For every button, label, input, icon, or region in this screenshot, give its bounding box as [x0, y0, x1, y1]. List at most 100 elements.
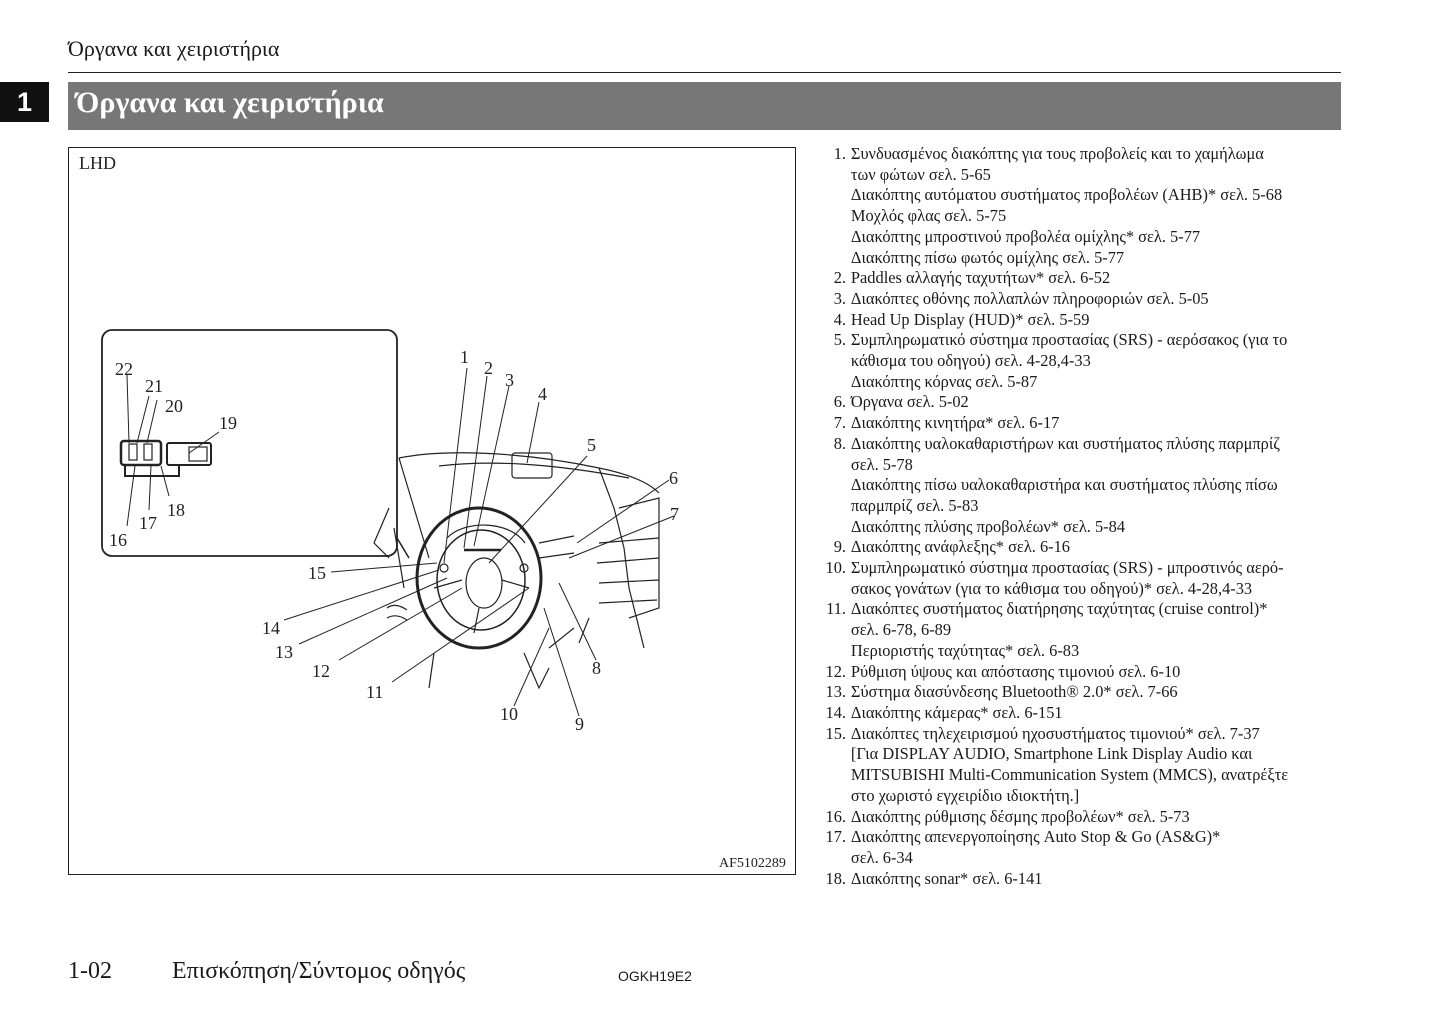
callout-item-number: 18.	[825, 868, 847, 888]
callout-line: Διακόπτης αυτόματου συστήματος προβολέων…	[850, 185, 1283, 205]
callout-line: Συνδυασμένος διακόπτης για τους προβολεί…	[850, 144, 1264, 163]
callout-item: 6.Όργανα σελ. 5-02	[810, 392, 1342, 413]
callout-item-number: 5.	[833, 330, 846, 350]
callout-item: 10.Συμπληρωματικό σύστημα προστασίας (SR…	[810, 558, 1342, 599]
callout-item-text: Σύστημα διασύνδεσης Bluetooth® 2.0* σελ.…	[851, 682, 1342, 703]
callout-item-text: Διακόπτης κάμερας* σελ. 6-151	[851, 703, 1342, 724]
callout-item-number: 8.	[833, 433, 846, 453]
callout-item: 17.Διακόπτης απενεργοποίησης Auto Stop &…	[810, 827, 1342, 868]
callout-line: σελ. 6-34	[850, 847, 913, 867]
callout-item: 2.Paddles αλλαγής ταχυτήτων* σελ. 6-52	[810, 268, 1342, 289]
callout-item: 11.Διακόπτες συστήματος διατήρησης ταχύτ…	[810, 599, 1342, 661]
title-bar: Όργανα και χειριστήρια	[68, 82, 1341, 130]
callout-line: των φώτων σελ. 5-65	[850, 164, 991, 184]
callout-line: Διακόπτης κάμερας* σελ. 6-151	[850, 702, 1063, 722]
callout-labels: 1 2 3 4 5 6 7 8 9 10 11 12 13 14 15 16 1…	[109, 347, 679, 734]
callout-number-9: 9	[575, 714, 584, 734]
callout-number-6: 6	[669, 468, 678, 488]
callout-number-14: 14	[262, 618, 280, 638]
callout-item: 4.Head Up Display (HUD)* σελ. 5-59	[810, 310, 1342, 331]
figure-code: AF5102289	[719, 856, 786, 871]
callout-item-text: Paddles αλλαγής ταχυτήτων* σελ. 6-52	[851, 268, 1342, 289]
callout-number-21: 21	[145, 376, 163, 396]
section-tab: 1	[0, 82, 49, 122]
callout-number-22: 22	[115, 359, 133, 379]
callout-item-number: 6.	[833, 392, 846, 412]
callout-item-number: 7.	[833, 413, 846, 433]
callout-line: σελ. 6-78, 6-89	[850, 620, 952, 640]
callout-line: κάθισμα του οδηγού) σελ. 4-28,4-33	[850, 351, 1091, 371]
callout-item-text: Head Up Display (HUD)* σελ. 5-59	[851, 310, 1342, 331]
callout-item-number: 11.	[826, 599, 846, 619]
callout-item-number: 16.	[825, 806, 847, 826]
callout-line: Διακόπτης υαλοκαθαριστήρων και συστήματο…	[850, 433, 1281, 453]
callout-item: 15.Διακόπτες τηλεχειρισμού ηχοσυστήματος…	[810, 724, 1342, 807]
callout-line: Ρύθμιση ύψους και απόστασης τιμονιού σελ…	[850, 661, 1181, 681]
callout-number-2: 2	[484, 358, 493, 378]
callout-item-number: 17.	[825, 827, 847, 847]
callout-number-17: 17	[139, 513, 157, 533]
callout-item-number: 10.	[825, 558, 847, 578]
callout-item: 7.Διακόπτης κινητήρα* σελ. 6-17	[810, 413, 1342, 434]
callout-item: 8.Διακόπτης υαλοκαθαριστήρων και συστήμα…	[810, 434, 1342, 538]
document-code: OGKH19E2	[618, 968, 692, 984]
footer-section-name: Επισκόπηση/Σύντομος οδηγός	[172, 958, 466, 984]
section-title: Όργανα και χειριστήρια	[76, 86, 384, 119]
callout-line: Σύστημα διασύνδεσης Bluetooth® 2.0* σελ.…	[850, 682, 1178, 702]
callout-line: Μοχλός φλας σελ. 5-75	[850, 206, 1007, 226]
callout-line: Διακόπτες τηλεχειρισμού ηχοσυστήματος τι…	[850, 723, 1260, 743]
callout-list: 1.Συνδυασμένος διακόπτης για τους προβολ…	[810, 144, 1342, 889]
callout-line: Διακόπτης ανάφλεξης* σελ. 6-16	[850, 537, 1071, 557]
callout-item-number: 3.	[833, 288, 846, 308]
callout-item: 12.Ρύθμιση ύψους και απόστασης τιμονιού …	[810, 662, 1342, 683]
callout-item-text: Όργανα σελ. 5-02	[851, 392, 1342, 413]
callout-number-19: 19	[219, 413, 237, 433]
callout-item: 3.Διακόπτες οθόνης πολλαπλών πληροφοριών…	[810, 289, 1342, 310]
callout-number-12: 12	[312, 661, 330, 681]
callout-number-7: 7	[670, 504, 679, 524]
callout-item: 16.Διακόπτης ρύθμισης δέσμης προβολέων* …	[810, 807, 1342, 828]
callout-item-text: Διακόπτης κινητήρα* σελ. 6-17	[851, 413, 1342, 434]
callout-item-text: Διακόπτης απενεργοποίησης Auto Stop & Go…	[851, 827, 1342, 868]
callout-line: Διακόπτες οθόνης πολλαπλών πληροφοριών σ…	[850, 288, 1209, 308]
dashboard-figure: LHD AF5102289	[68, 147, 796, 875]
callout-line: Διακόπτης μπροστινού προβολέα ομίχλης* σ…	[850, 226, 1201, 246]
callout-item-text: Συμπληρωματικό σύστημα προστασίας (SRS) …	[851, 558, 1342, 599]
callout-item-number: 9.	[833, 537, 846, 557]
callout-line: MITSUBISHI Multi-Communication System (M…	[850, 765, 1289, 785]
callout-line: Διακόπτες συστήματος διατήρησης ταχύτητα…	[850, 599, 1268, 619]
callout-number-18: 18	[167, 500, 185, 520]
callout-line: [Για DISPLAY AUDIO, Smartphone Link Disp…	[850, 744, 1253, 764]
callout-item-text: Διακόπτης ρύθμισης δέσμης προβολέων* σελ…	[851, 807, 1342, 828]
callout-item-number: 4.	[833, 309, 846, 329]
callout-item-number: 13.	[825, 682, 847, 702]
callout-number-5: 5	[587, 435, 596, 455]
callout-number-20: 20	[165, 396, 183, 416]
callout-line: Διακόπτης απενεργοποίησης Auto Stop & Go…	[850, 827, 1221, 847]
callout-item: 1.Συνδυασμένος διακόπτης για τους προβολ…	[810, 144, 1342, 268]
callout-item: 9.Διακόπτης ανάφλεξης* σελ. 6-16	[810, 537, 1342, 558]
callout-line: Διακόπτης πλύσης προβολέων* σελ. 5-84	[850, 516, 1126, 536]
callout-number-4: 4	[538, 384, 547, 404]
callout-item-text: Διακόπτες συστήματος διατήρησης ταχύτητα…	[851, 599, 1342, 661]
callout-item: 18.Διακόπτης sonar* σελ. 6-141	[810, 869, 1342, 890]
callout-item-text: Διακόπτες οθόνης πολλαπλών πληροφοριών σ…	[851, 289, 1342, 310]
callout-number-8: 8	[592, 658, 601, 678]
callout-number-1: 1	[460, 347, 469, 367]
callout-number-13: 13	[275, 642, 293, 662]
callout-item-text: Διακόπτης sonar* σελ. 6-141	[851, 869, 1342, 890]
callout-line: Διακόπτης κινητήρα* σελ. 6-17	[850, 413, 1060, 433]
callout-number-11: 11	[366, 682, 383, 702]
callout-line: Διακόπτης ρύθμισης δέσμης προβολέων* σελ…	[850, 806, 1190, 826]
dashboard-drawing	[101, 329, 660, 690]
header-rule	[68, 72, 1341, 73]
callout-item-number: 2.	[833, 268, 846, 288]
callout-line: Συμπληρωματικό σύστημα προστασίας (SRS) …	[850, 330, 1288, 350]
callout-number-15: 15	[308, 563, 326, 583]
callout-line: στο χωριστό εγχειρίδιο ιδιοκτήτη.]	[850, 785, 1080, 805]
callout-item-text: Διακόπτης υαλοκαθαριστήρων και συστήματο…	[851, 434, 1342, 538]
callout-item: 5.Συμπληρωματικό σύστημα προστασίας (SRS…	[810, 330, 1342, 392]
callout-item-text: Συμπληρωματικό σύστημα προστασίας (SRS) …	[851, 330, 1342, 392]
callout-line: Περιοριστής ταχύτητας* σελ. 6-83	[850, 640, 1080, 660]
callout-item-text: Συνδυασμένος διακόπτης για τους προβολεί…	[851, 144, 1342, 268]
